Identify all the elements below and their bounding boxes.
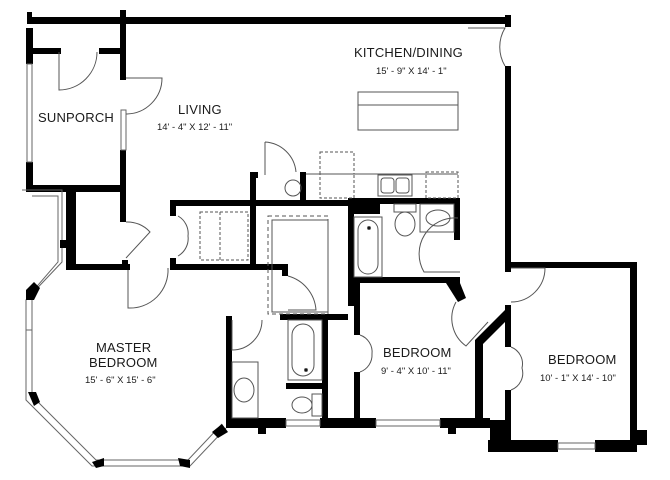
master-bedroom-label-line1: MASTER <box>96 340 152 355</box>
bedroom-3-dimensions: 10' - 1" X 14' - 10" <box>540 373 616 384</box>
windows <box>22 63 596 467</box>
bedroom-3-label: BEDROOM <box>548 352 617 367</box>
master-bedroom-dimensions: 15' - 6" X 15' - 6" <box>85 375 156 386</box>
door-swings <box>58 27 546 391</box>
bedroom-2-label: BEDROOM <box>383 345 452 360</box>
master-bedroom-label-line2: BEDROOM <box>89 355 158 370</box>
living-dimensions: 14' - 4" X 12' - 11" <box>157 122 233 133</box>
fixtures <box>199 91 459 419</box>
kitchen-dining-label: KITCHEN/DINING <box>354 45 463 60</box>
walls <box>26 10 647 452</box>
sunporch-label: SUNPORCH <box>38 110 114 125</box>
kitchen-dining-dimensions: 15' - 9" X 14' - 1" <box>376 66 447 77</box>
living-label: LIVING <box>178 102 222 117</box>
bay-posts <box>26 240 228 468</box>
bedroom-2-dimensions: 9' - 4" X 10' - 11" <box>381 366 451 377</box>
